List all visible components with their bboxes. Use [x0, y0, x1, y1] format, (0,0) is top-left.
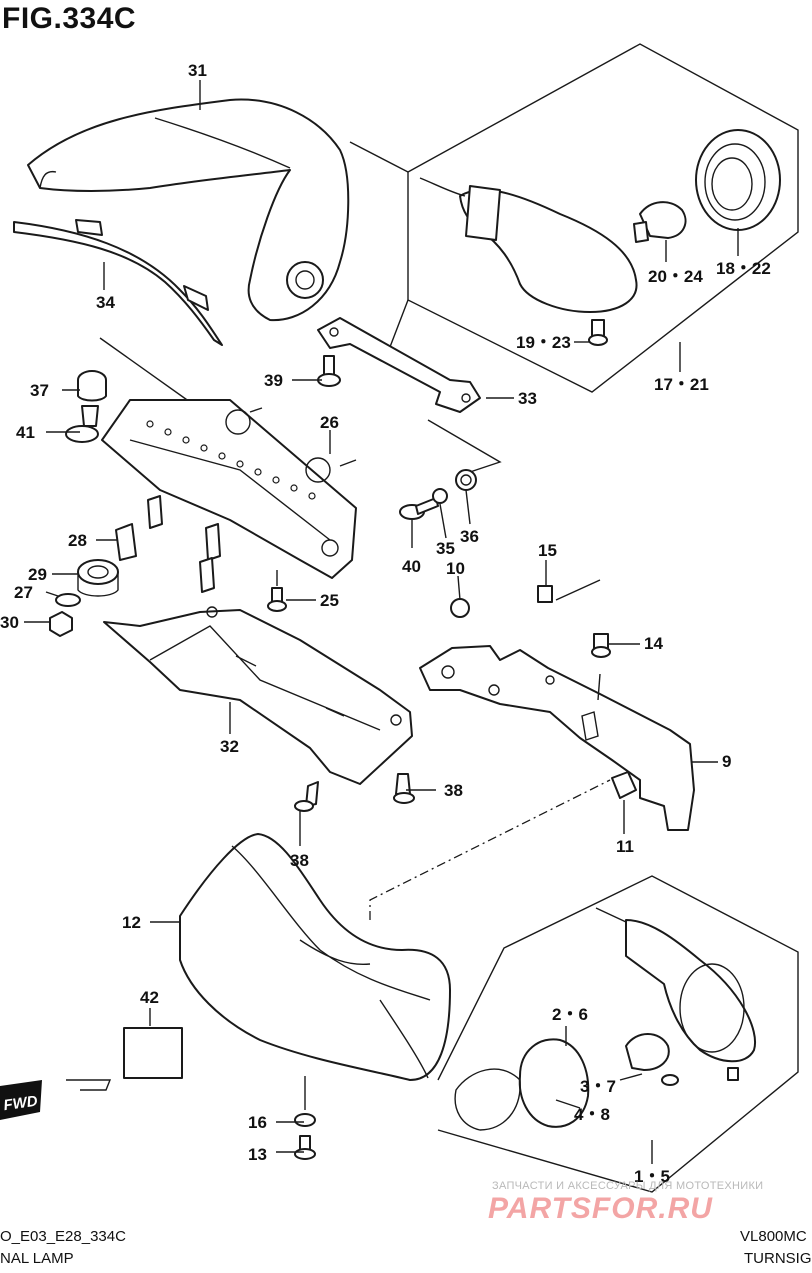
part-42-relay [66, 1008, 183, 1091]
footer-right-name: TURNSIG [744, 1250, 812, 1267]
front-turn-signal-box [437, 875, 799, 1193]
part-39-bolt [317, 355, 341, 387]
callout-17-21: 17・21 [654, 375, 709, 394]
parts-38-screws [294, 773, 415, 812]
fwd-label: FWD [2, 1093, 38, 1115]
part-26-frame [101, 399, 357, 579]
callout-18-22: 18・22 [716, 259, 771, 278]
callout-29: 29 [28, 565, 47, 584]
footer-right-code: VL800MC [740, 1228, 807, 1245]
parts-37-41 [65, 337, 191, 443]
callout-16: 16 [248, 1113, 267, 1132]
callout-19-23: 19・23 [516, 333, 571, 352]
callout-33: 33 [518, 389, 537, 408]
callout-39: 39 [264, 371, 283, 390]
callout-2-6: 2・6 [552, 1005, 588, 1024]
callout-28: 28 [68, 531, 87, 550]
footer-left-name: NAL LAMP [0, 1250, 74, 1267]
callout-27: 27 [14, 583, 33, 602]
footer-left-code: O_E03_E28_334C [0, 1228, 126, 1245]
callout-38-upper: 38 [444, 781, 463, 800]
callout-37: 37 [30, 381, 49, 400]
watermark-tagline: ЗАПЧАСТИ И АКСЕССУАРЫ ДЛЯ МОТОТЕХНИКИ [492, 1180, 764, 1192]
part-9-bracket [369, 579, 695, 920]
callout-36: 36 [460, 527, 479, 546]
parts-40-35-36 [399, 469, 477, 520]
part-33-bracket [317, 317, 502, 473]
callout-35: 35 [436, 539, 455, 558]
callout-9: 9 [722, 752, 732, 771]
parts-28-29-27-30 [49, 495, 221, 637]
part-12-cover [179, 833, 451, 1081]
callout-25: 25 [320, 591, 339, 610]
part-25-bolt [267, 570, 287, 612]
callout-38-lower: 38 [290, 851, 309, 870]
callout-10: 10 [446, 559, 465, 578]
callout-20-24: 20・24 [648, 267, 703, 286]
fwd-arrow-icon: FWD [0, 1080, 42, 1120]
callout-26: 26 [320, 413, 339, 432]
part-31-rear-fender [27, 98, 350, 322]
callout-41: 41 [16, 423, 35, 442]
parts-16-13 [294, 1076, 316, 1160]
figure-title: FIG.334C [2, 2, 137, 35]
part-32-lower-bracket [103, 606, 413, 785]
part-34-fender-strip [13, 219, 223, 346]
callout-15: 15 [538, 541, 557, 560]
callout-3-7: 3・7 [580, 1077, 616, 1096]
callout-34: 34 [96, 293, 115, 312]
callout-12: 12 [122, 913, 141, 932]
callout-11: 11 [616, 837, 634, 856]
leader-lines [24, 80, 739, 1164]
callout-32: 32 [220, 737, 239, 756]
callout-30: 30 [0, 613, 19, 632]
callout-13: 13 [248, 1145, 267, 1164]
callout-14: 14 [644, 634, 663, 653]
callout-40: 40 [402, 557, 421, 576]
callout-1-5: 1・5 [634, 1167, 670, 1186]
rear-turn-signal-box [349, 43, 799, 393]
callout-42: 42 [140, 988, 159, 1007]
callout-4-8: 4・8 [574, 1105, 610, 1124]
watermark-logo: PARTSFOR.RU [488, 1192, 713, 1225]
callout-31: 31 [188, 61, 207, 80]
